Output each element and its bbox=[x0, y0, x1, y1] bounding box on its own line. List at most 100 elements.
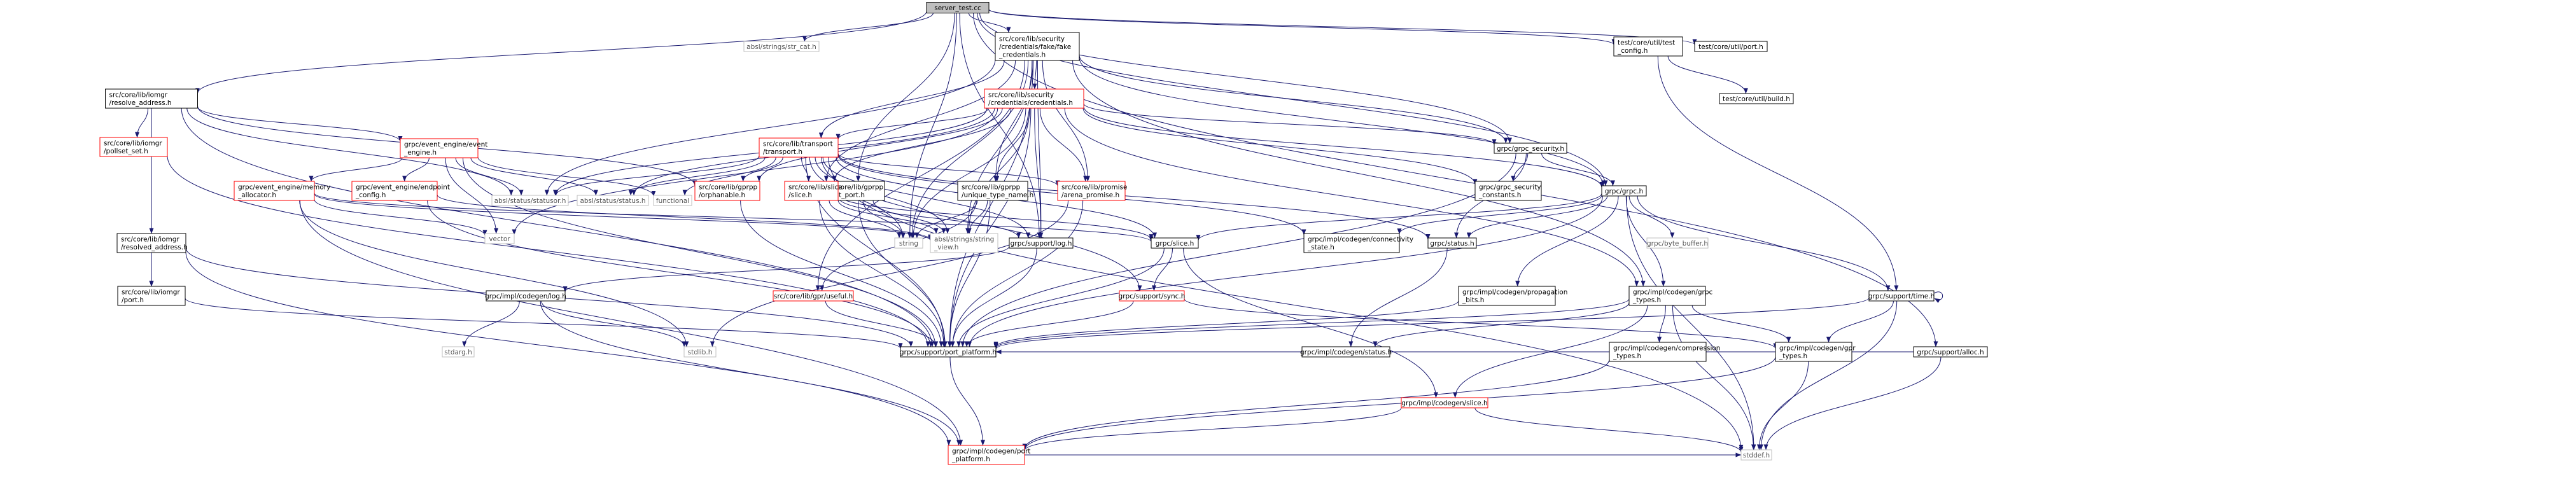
dependency-edge bbox=[1637, 195, 1891, 291]
dependency-edge bbox=[1022, 356, 1776, 451]
node-transport[interactable]: src/core/lib/transport/transport.h bbox=[759, 137, 839, 158]
node-grpc-slice[interactable]: grpc/slice.h bbox=[1151, 237, 1199, 249]
node-util-port[interactable]: test/core/util/port.h bbox=[1694, 41, 1768, 52]
node-string[interactable]: string bbox=[894, 237, 923, 249]
dependency-edge bbox=[825, 300, 939, 347]
node-label: grpc/impl/codegen/propagation bbox=[1462, 289, 1567, 296]
dependency-edge bbox=[988, 9, 1697, 45]
dependency-edge bbox=[1826, 300, 1894, 343]
dependency-edge bbox=[914, 200, 978, 239]
node-label: grpc/impl/codegen/log.h bbox=[485, 293, 566, 300]
node-box bbox=[995, 32, 1080, 61]
node-codegen-log[interactable]: grpc/impl/codegen/log.h bbox=[485, 290, 566, 302]
node-test-config[interactable]: test/core/util/test_config.h bbox=[1613, 36, 1683, 57]
node-box bbox=[116, 233, 186, 253]
node-stddef[interactable]: stddef.h bbox=[1740, 449, 1772, 461]
node-codegen-port-platform[interactable]: grpc/impl/codegen/port_platform.h bbox=[948, 445, 1030, 465]
dependency-edge bbox=[477, 157, 656, 197]
node-unique-type-name[interactable]: src/core/lib/gprpp/unique_type_name.h bbox=[957, 181, 1033, 201]
node-label: _config.h bbox=[1617, 47, 1648, 55]
node-stdlib[interactable]: stdlib.h bbox=[683, 346, 717, 358]
node-str-cat[interactable]: absl/strings/str_cat.h bbox=[743, 41, 820, 52]
node-label: src/core/lib/security bbox=[999, 35, 1065, 43]
node-box bbox=[1775, 342, 1852, 362]
node-label: grpc/support/sync.h bbox=[1119, 293, 1186, 300]
node-codegen-slice[interactable]: grpc/impl/codegen/slice.h bbox=[1401, 397, 1488, 408]
node-endpoint-config[interactable]: grpc/event_engine/endpoint_config.h bbox=[351, 181, 450, 201]
node-compression-types[interactable]: grpc/impl/codegen/compression_types.h bbox=[1609, 342, 1720, 362]
node-support-log[interactable]: grpc/support/log.h bbox=[1009, 237, 1074, 249]
node-box bbox=[577, 195, 649, 206]
node-grpc-h[interactable]: grpc/grpc.h bbox=[1601, 185, 1647, 197]
dependency-edge bbox=[185, 251, 951, 446]
node-string-view[interactable]: absl/strings/string_view.h bbox=[930, 233, 998, 253]
dependency-edge bbox=[1626, 195, 1756, 450]
node-credentials[interactable]: src/core/lib/security/credentials/creden… bbox=[984, 88, 1084, 109]
node-box bbox=[1628, 286, 1706, 306]
node-box bbox=[1601, 185, 1647, 197]
node-label: grpc/impl/codegen/connectivity bbox=[1308, 236, 1413, 244]
node-label: src/core/lib/iomgr bbox=[121, 236, 179, 244]
node-absl-status[interactable]: absl/status/status.h bbox=[577, 195, 649, 206]
node-vector[interactable]: vector bbox=[484, 233, 515, 244]
node-connectivity-state[interactable]: grpc/impl/codegen/connectivity_state.h bbox=[1303, 233, 1413, 253]
node-orphanable[interactable]: src/core/lib/gprpp/orphanable.h bbox=[694, 181, 760, 201]
node-fake-credentials[interactable]: src/core/lib/security/credentials/fake/f… bbox=[995, 32, 1080, 61]
node-util-build[interactable]: test/core/util/build.h bbox=[1719, 93, 1794, 104]
dependency-edge bbox=[1763, 356, 1942, 450]
node-label: test/core/util/build.h bbox=[1723, 95, 1790, 103]
node-arena-promise[interactable]: src/core/lib/promise/arena_promise.h bbox=[1057, 181, 1127, 201]
node-port-platform[interactable]: grpc/support/port_platform.h bbox=[900, 346, 997, 358]
node-iomgr-port[interactable]: src/core/lib/iomgr/port.h bbox=[117, 286, 186, 306]
node-label: _config.h bbox=[355, 192, 386, 199]
node-box bbox=[694, 181, 760, 201]
node-lib-slice[interactable]: src/core/lib/slice/slice.h bbox=[784, 181, 843, 201]
dependency-edge bbox=[822, 157, 1031, 239]
node-resolve-address[interactable]: src/core/lib/iomgr/resolve_address.h bbox=[105, 88, 198, 109]
node-box bbox=[1913, 346, 1988, 358]
dependency-edge bbox=[195, 11, 927, 94]
node-label: grpc/impl/codegen/port bbox=[952, 448, 1030, 456]
node-stdarg[interactable]: stdarg.h bbox=[442, 346, 475, 358]
node-security-constants[interactable]: grpc/grpc_security_constants.h bbox=[1474, 181, 1542, 201]
node-grpc-security[interactable]: grpc/grpc_security.h bbox=[1494, 143, 1567, 154]
node-label: grpc/support/port_platform.h bbox=[900, 349, 997, 356]
node-functional[interactable]: functional bbox=[653, 195, 692, 206]
node-label: _engine.h bbox=[403, 149, 437, 157]
node-event-engine[interactable]: grpc/event_engine/event_engine.h bbox=[400, 138, 487, 158]
node-label: src/core/lib/gprpp bbox=[962, 184, 1020, 192]
node-memory-allocator[interactable]: grpc/event_engine/memory_allocator.h bbox=[234, 181, 330, 201]
node-label: /credentials/fake/fake bbox=[999, 43, 1071, 51]
dependency-edge bbox=[710, 200, 1069, 347]
node-support-time[interactable]: grpc/support/time.h bbox=[1868, 290, 1935, 302]
node-resolved-address[interactable]: src/core/lib/iomgr/resolved_address.h bbox=[116, 233, 188, 253]
node-pollset-set[interactable]: src/core/lib/iomgr/pollset_set.h bbox=[99, 137, 168, 157]
dependency-edge bbox=[967, 200, 988, 234]
node-root[interactable]: server_test.cc bbox=[926, 2, 990, 13]
dependency-edge bbox=[299, 200, 689, 347]
node-label: stdlib.h bbox=[688, 349, 713, 356]
dependency-edge bbox=[993, 297, 1870, 350]
node-gpr-types[interactable]: grpc/impl/codegen/gpr_types.h bbox=[1775, 342, 1856, 362]
node-box bbox=[948, 445, 1025, 465]
node-label: src/core/lib/transport bbox=[763, 141, 833, 148]
node-box bbox=[683, 346, 717, 358]
dependency-edge bbox=[948, 108, 1032, 347]
node-box bbox=[773, 290, 854, 302]
node-byte-buffer[interactable]: grpc/byte_buffer.h bbox=[1646, 237, 1709, 249]
node-label: src/core/lib/iomgr bbox=[122, 289, 180, 296]
node-useful[interactable]: src/core/lib/gpr/useful.h bbox=[773, 290, 854, 302]
node-support-sync[interactable]: grpc/support/sync.h bbox=[1119, 290, 1186, 302]
node-codegen-status[interactable]: grpc/impl/codegen/status.h bbox=[1300, 346, 1392, 358]
node-box bbox=[234, 181, 315, 201]
node-box bbox=[900, 346, 997, 358]
node-statusor[interactable]: absl/status/statusor.h bbox=[491, 195, 569, 206]
node-alloc[interactable]: grpc/support/alloc.h bbox=[1913, 346, 1988, 358]
node-label: _state.h bbox=[1307, 244, 1334, 251]
node-label: vector bbox=[489, 235, 510, 243]
dependency-edge bbox=[862, 200, 906, 239]
node-grpc-status[interactable]: grpc/status.h bbox=[1427, 237, 1477, 249]
node-grpc-types[interactable]: grpc/impl/codegen/grpc_types.h bbox=[1628, 286, 1713, 306]
node-propagation-bits[interactable]: grpc/impl/codegen/propagation_bits.h bbox=[1458, 286, 1567, 306]
